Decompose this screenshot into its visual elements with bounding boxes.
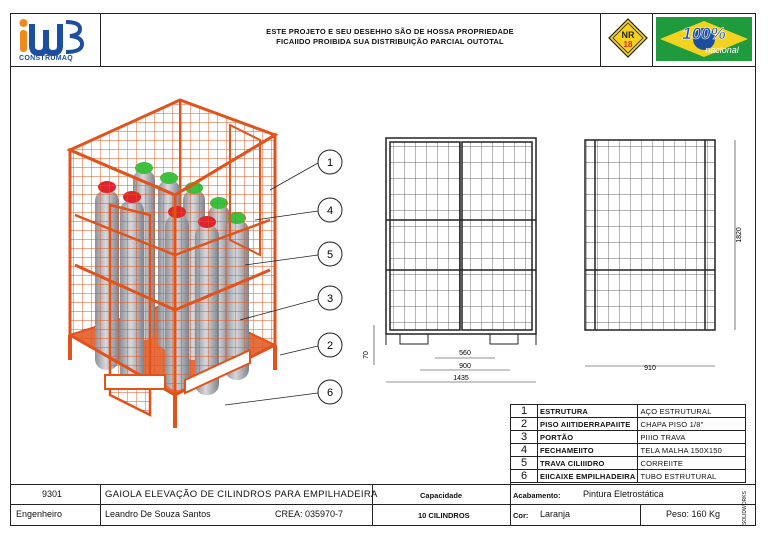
engineer-label: Engenheiro bbox=[16, 509, 63, 519]
title-col-divider bbox=[100, 484, 101, 526]
weight: Peso: 160 Kg bbox=[666, 509, 721, 519]
capacity-value: 10 CILINDROS bbox=[418, 511, 470, 520]
drawing-frame bbox=[10, 13, 756, 526]
nr-badge-number: 18 bbox=[624, 40, 633, 49]
part-material: PIIIO TRAVA bbox=[637, 430, 747, 444]
national-badge-percent: 100% bbox=[682, 24, 725, 43]
callout-2: 2 bbox=[317, 332, 343, 358]
svg-text:4: 4 bbox=[327, 205, 333, 217]
notice-line-2: FICAIIDO PROIBIDA SUA DISTRIBUIÇÃO PARCI… bbox=[276, 37, 504, 46]
title-block-top-line bbox=[10, 484, 756, 485]
callout-6: 6 bbox=[317, 379, 343, 405]
part-description: FECHAMEIITO bbox=[536, 443, 639, 457]
callout-4: 4 bbox=[317, 197, 343, 223]
dim-560: 560 bbox=[459, 350, 471, 357]
part-number: 4 bbox=[510, 443, 538, 457]
part-number: 2 bbox=[510, 417, 538, 431]
software-mark: SOLIDWORKS bbox=[742, 491, 748, 525]
part-material: CORREIITE bbox=[637, 456, 747, 470]
part-material: TUBO ESTRUTURAL bbox=[637, 469, 747, 483]
ownership-notice: ESTE PROJETO E SEU DESEHHO SÃO DE HOSSA … bbox=[180, 27, 600, 47]
svg-text:5: 5 bbox=[327, 249, 333, 261]
notice-line-1: ESTE PROJETO E SEU DESEHHO SÃO DE HOSSA … bbox=[266, 27, 514, 36]
title-col-divider bbox=[510, 404, 511, 526]
header-col-divider bbox=[652, 13, 653, 66]
svg-text:2: 2 bbox=[327, 340, 333, 352]
header-divider bbox=[10, 66, 756, 67]
color-value: Laranja bbox=[540, 509, 571, 519]
engineer-name: Leandro De Souza Santos bbox=[105, 509, 211, 519]
title-col-divider bbox=[372, 484, 373, 526]
part-number: 1 bbox=[510, 404, 538, 418]
crea-number: CREA: 035970-7 bbox=[275, 509, 344, 519]
part-description: ESTRUTURA bbox=[536, 404, 639, 418]
title-block-mid-line bbox=[10, 504, 756, 505]
logo-text: CONSTRUMAQ bbox=[19, 55, 73, 62]
part-material: AÇO ESTRUTURAL bbox=[637, 404, 747, 418]
title-col-divider bbox=[640, 504, 641, 526]
part-material: CHAPA PISO 1/8" bbox=[637, 417, 747, 431]
part-description: PISO AIITIDERRAPAIITE bbox=[536, 417, 639, 431]
part-description: EIICAIXE EMPILHADEIRA bbox=[536, 469, 639, 483]
svg-text:6: 6 bbox=[327, 387, 333, 399]
part-number: 6 bbox=[510, 469, 538, 483]
dim-1435: 1435 bbox=[453, 375, 469, 382]
drawing-code: 9301 bbox=[42, 489, 63, 499]
svg-text:3: 3 bbox=[327, 293, 333, 305]
dim-900: 900 bbox=[459, 363, 471, 370]
dim-1820: 1820 bbox=[736, 227, 743, 243]
callout-3: 3 bbox=[317, 285, 343, 311]
national-badge-label: nacional bbox=[705, 45, 740, 55]
dim-70: 70 bbox=[363, 351, 370, 359]
header-col-divider bbox=[100, 13, 101, 66]
color-label: Cor: bbox=[513, 511, 529, 520]
drawing-title: GAIOLA ELEVAÇÃO DE CILINDROS PARA EMPILH… bbox=[105, 489, 378, 500]
nr-badge-label: NR bbox=[622, 30, 635, 40]
part-description: TRAVA CILIIIDRO bbox=[536, 456, 639, 470]
callout-5: 5 bbox=[317, 241, 343, 267]
part-description: PORTÃO bbox=[536, 430, 639, 444]
part-number: 5 bbox=[510, 456, 538, 470]
callout-1: 1 bbox=[317, 149, 343, 175]
capacity-label: Capacidade bbox=[420, 491, 463, 500]
svg-text:1: 1 bbox=[327, 157, 333, 169]
part-material: TELA MALHA 150X150 bbox=[637, 443, 747, 457]
header-col-divider bbox=[600, 13, 601, 66]
finish-value: Pintura Eletrostática bbox=[583, 489, 664, 499]
part-number: 3 bbox=[510, 430, 538, 444]
dim-910: 910 bbox=[644, 365, 656, 372]
finish-label: Acabamento: bbox=[513, 491, 561, 500]
